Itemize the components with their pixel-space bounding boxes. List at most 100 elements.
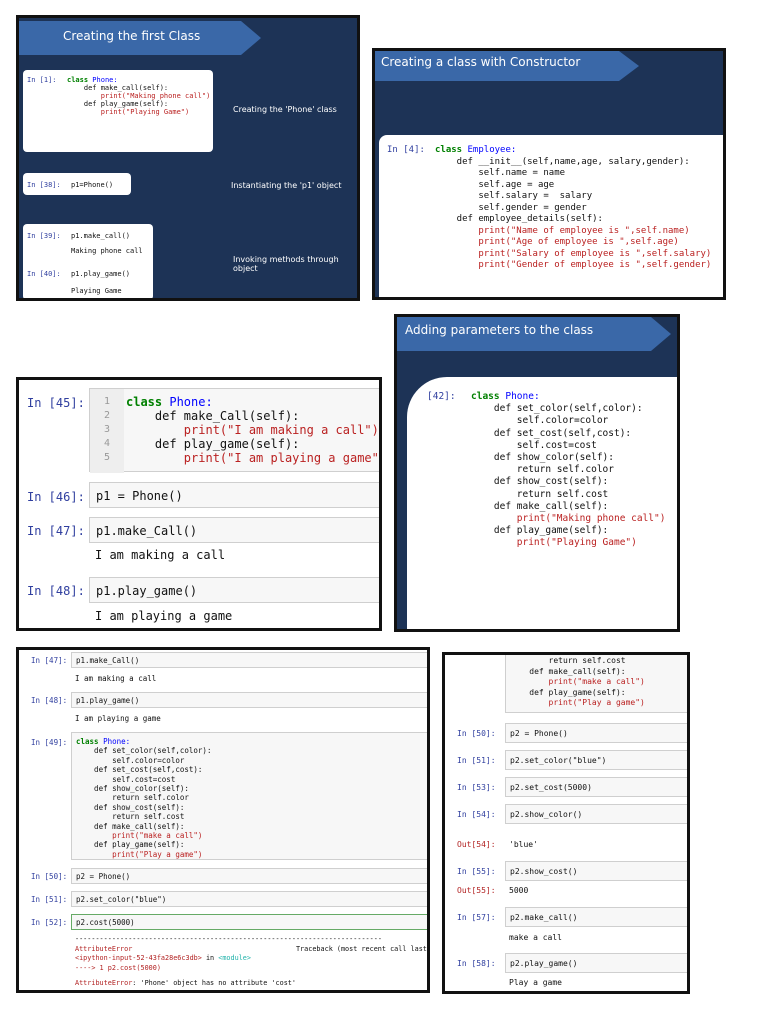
code-line: p2.set_color("blue") (76, 895, 167, 904)
code-cell[interactable]: p2.cost(5000) (71, 914, 427, 930)
cell-prompt: In [51]: (31, 895, 68, 904)
code-cell[interactable]: p1.make_Call() (89, 517, 379, 543)
code-line: def employee_details(self): (435, 214, 603, 224)
code-cell[interactable]: [42]: class Phone: def set_color(self,co… (407, 377, 677, 629)
code-cell[interactable]: p2.set_color("blue") (505, 750, 687, 770)
code-cell[interactable]: In [38]: p1=Phone() (23, 173, 131, 195)
code-line: p1.play_game() (76, 696, 140, 705)
code-line: def make_Call(self): (126, 409, 300, 423)
code-cell[interactable]: return self.cost def make_call(self): pr… (505, 655, 687, 713)
code-line: class Phone: (76, 737, 131, 746)
cell-prompt: [42]: (427, 391, 456, 402)
code-line: p2.show_cost() (510, 867, 578, 876)
code-cell[interactable]: 1 2 3 4 5 class Phone: def make_Call(sel… (89, 388, 379, 473)
cell-output: I am playing a game (95, 609, 233, 623)
code-line: p2.play_game() (510, 959, 578, 968)
cell-prompt: In [48]: (31, 696, 68, 705)
notebook-screenshot-phone: In [45]: 1 2 3 4 5 class Phone: def make… (16, 377, 382, 631)
code-cell[interactable]: p2.play_game() (505, 953, 687, 973)
code-line: p2.cost(5000) (76, 918, 135, 927)
slide-first-class: Creating the first Class In [1]: class P… (16, 15, 360, 301)
notebook-screenshot-working: return self.cost def make_call(self): pr… (442, 652, 690, 994)
code-cell[interactable]: In [39]: p1.make_call() Making phone cal… (23, 224, 153, 298)
line-number: 3 (104, 424, 111, 435)
cell-prompt: In [47]: (27, 524, 85, 538)
code-line: self.gender = gender (435, 202, 587, 213)
code-cell[interactable]: p2 = Phone() (71, 868, 427, 884)
slide-constructor: Creating a class with Constructor In [4]… (372, 48, 726, 300)
cell-prompt: In [4]: (387, 145, 425, 155)
traceback-arrow-line: ----> 1 p2.cost(5000) (75, 963, 161, 972)
code-line: p1.make_Call() (96, 524, 198, 538)
code-cell[interactable]: p2.show_color() (505, 804, 687, 824)
code-line: print("Making phone call") (67, 92, 211, 100)
code-line: def show_cost(self): (471, 476, 609, 488)
code-line: self.name = name (435, 168, 566, 178)
cell-prompt: In [51]: (457, 756, 496, 765)
code-cell[interactable]: p1.make_Call() (71, 652, 427, 668)
slide-title: Adding parameters to the class (405, 323, 594, 337)
code-line: print("Playing Game") (67, 108, 190, 116)
cell-output: Play a game (509, 978, 562, 987)
code-cell[interactable]: p1 = Phone() (89, 482, 379, 508)
cell-prompt: In [52]: (31, 918, 68, 927)
traceback-location: <ipython-input-52-43fa28e6c3db> (75, 954, 202, 962)
code-line: p2.show_color() (510, 810, 583, 819)
cell-prompt: In [45]: (27, 396, 85, 410)
cell-prompt: In [50]: (31, 872, 68, 881)
cell-prompt: In [48]: (27, 584, 85, 598)
code-line: return self.color (471, 464, 614, 476)
code-line: class Employee: (435, 145, 517, 155)
code-line: print("make a call") (76, 831, 203, 841)
code-line: self.age = age (435, 179, 555, 190)
code-line: p2.set_cost(5000) (510, 783, 592, 792)
code-line: self.cost=cost (471, 439, 597, 451)
code-line: def set_cost(self,cost): (76, 765, 203, 775)
code-line: def play_game(self): (76, 840, 185, 850)
code-line: p2 = Phone() (510, 729, 568, 738)
code-cell[interactable]: In [4]: class Employee: def __init__(sel… (379, 135, 723, 297)
code-line: self.cost=cost (76, 774, 176, 784)
cell-prompt: In [54]: (457, 810, 496, 819)
code-line: def set_cost(self,cost): (471, 427, 632, 439)
code-cell[interactable]: p1.play_game() (71, 692, 427, 708)
code-line: self.color=color (76, 755, 185, 765)
line-number: 5 (104, 452, 111, 463)
code-line: def make_call(self): (510, 666, 626, 676)
code-line: return self.cost (471, 488, 609, 500)
code-line: class Phone: (67, 76, 118, 84)
title-banner (397, 317, 671, 351)
code-line: def set_color(self,color): (76, 746, 212, 756)
code-line: print("Age of employee is ",self.age) (435, 237, 679, 247)
code-cell[interactable]: p2 = Phone() (505, 723, 687, 743)
code-line: p1.make_Call() (76, 656, 140, 665)
cell-prompt: In [47]: (31, 656, 68, 665)
code-cell[interactable]: p2.set_cost(5000) (505, 777, 687, 797)
code-cell[interactable]: p2.make_call() (505, 907, 687, 927)
cell-prompt: In [57]: (457, 913, 496, 922)
cell-output: Playing Game (71, 287, 122, 295)
title-banner (19, 21, 261, 55)
slide-title: Creating the first Class (63, 29, 201, 43)
code-line: def show_cost(self): (76, 802, 185, 812)
code-line: class Phone: (471, 391, 540, 402)
output-prompt: Out[55]: (457, 886, 496, 895)
cell-output: 'blue' (509, 840, 538, 849)
cell-output: I am playing a game (75, 714, 161, 723)
code-cell[interactable]: class Phone: def set_color(self,color): … (71, 732, 427, 860)
cell-prompt: In [1]: (27, 76, 57, 84)
code-line: print("Name of employee is ",self.name) (435, 225, 690, 236)
cell-prompt: In [53]: (457, 783, 496, 792)
code-line: print("I am making a call") (126, 423, 379, 437)
error-name: AttributeError (75, 979, 133, 987)
code-line: print("Gender of employee is ",self.gend… (435, 260, 712, 270)
line-number: 2 (104, 410, 111, 421)
code-line: def play_game(self): (126, 437, 300, 451)
slide-title: Creating a class with Constructor (381, 55, 581, 69)
code-cell[interactable]: p1.play_game() (89, 577, 379, 603)
line-number: 4 (104, 438, 111, 449)
code-cell[interactable]: p2.set_color("blue") (71, 891, 427, 907)
cell-output: Making phone call (71, 247, 143, 255)
code-cell[interactable]: p2.show_cost() (505, 861, 687, 881)
code-cell[interactable]: In [1]: class Phone: def make_call(self)… (23, 70, 213, 152)
